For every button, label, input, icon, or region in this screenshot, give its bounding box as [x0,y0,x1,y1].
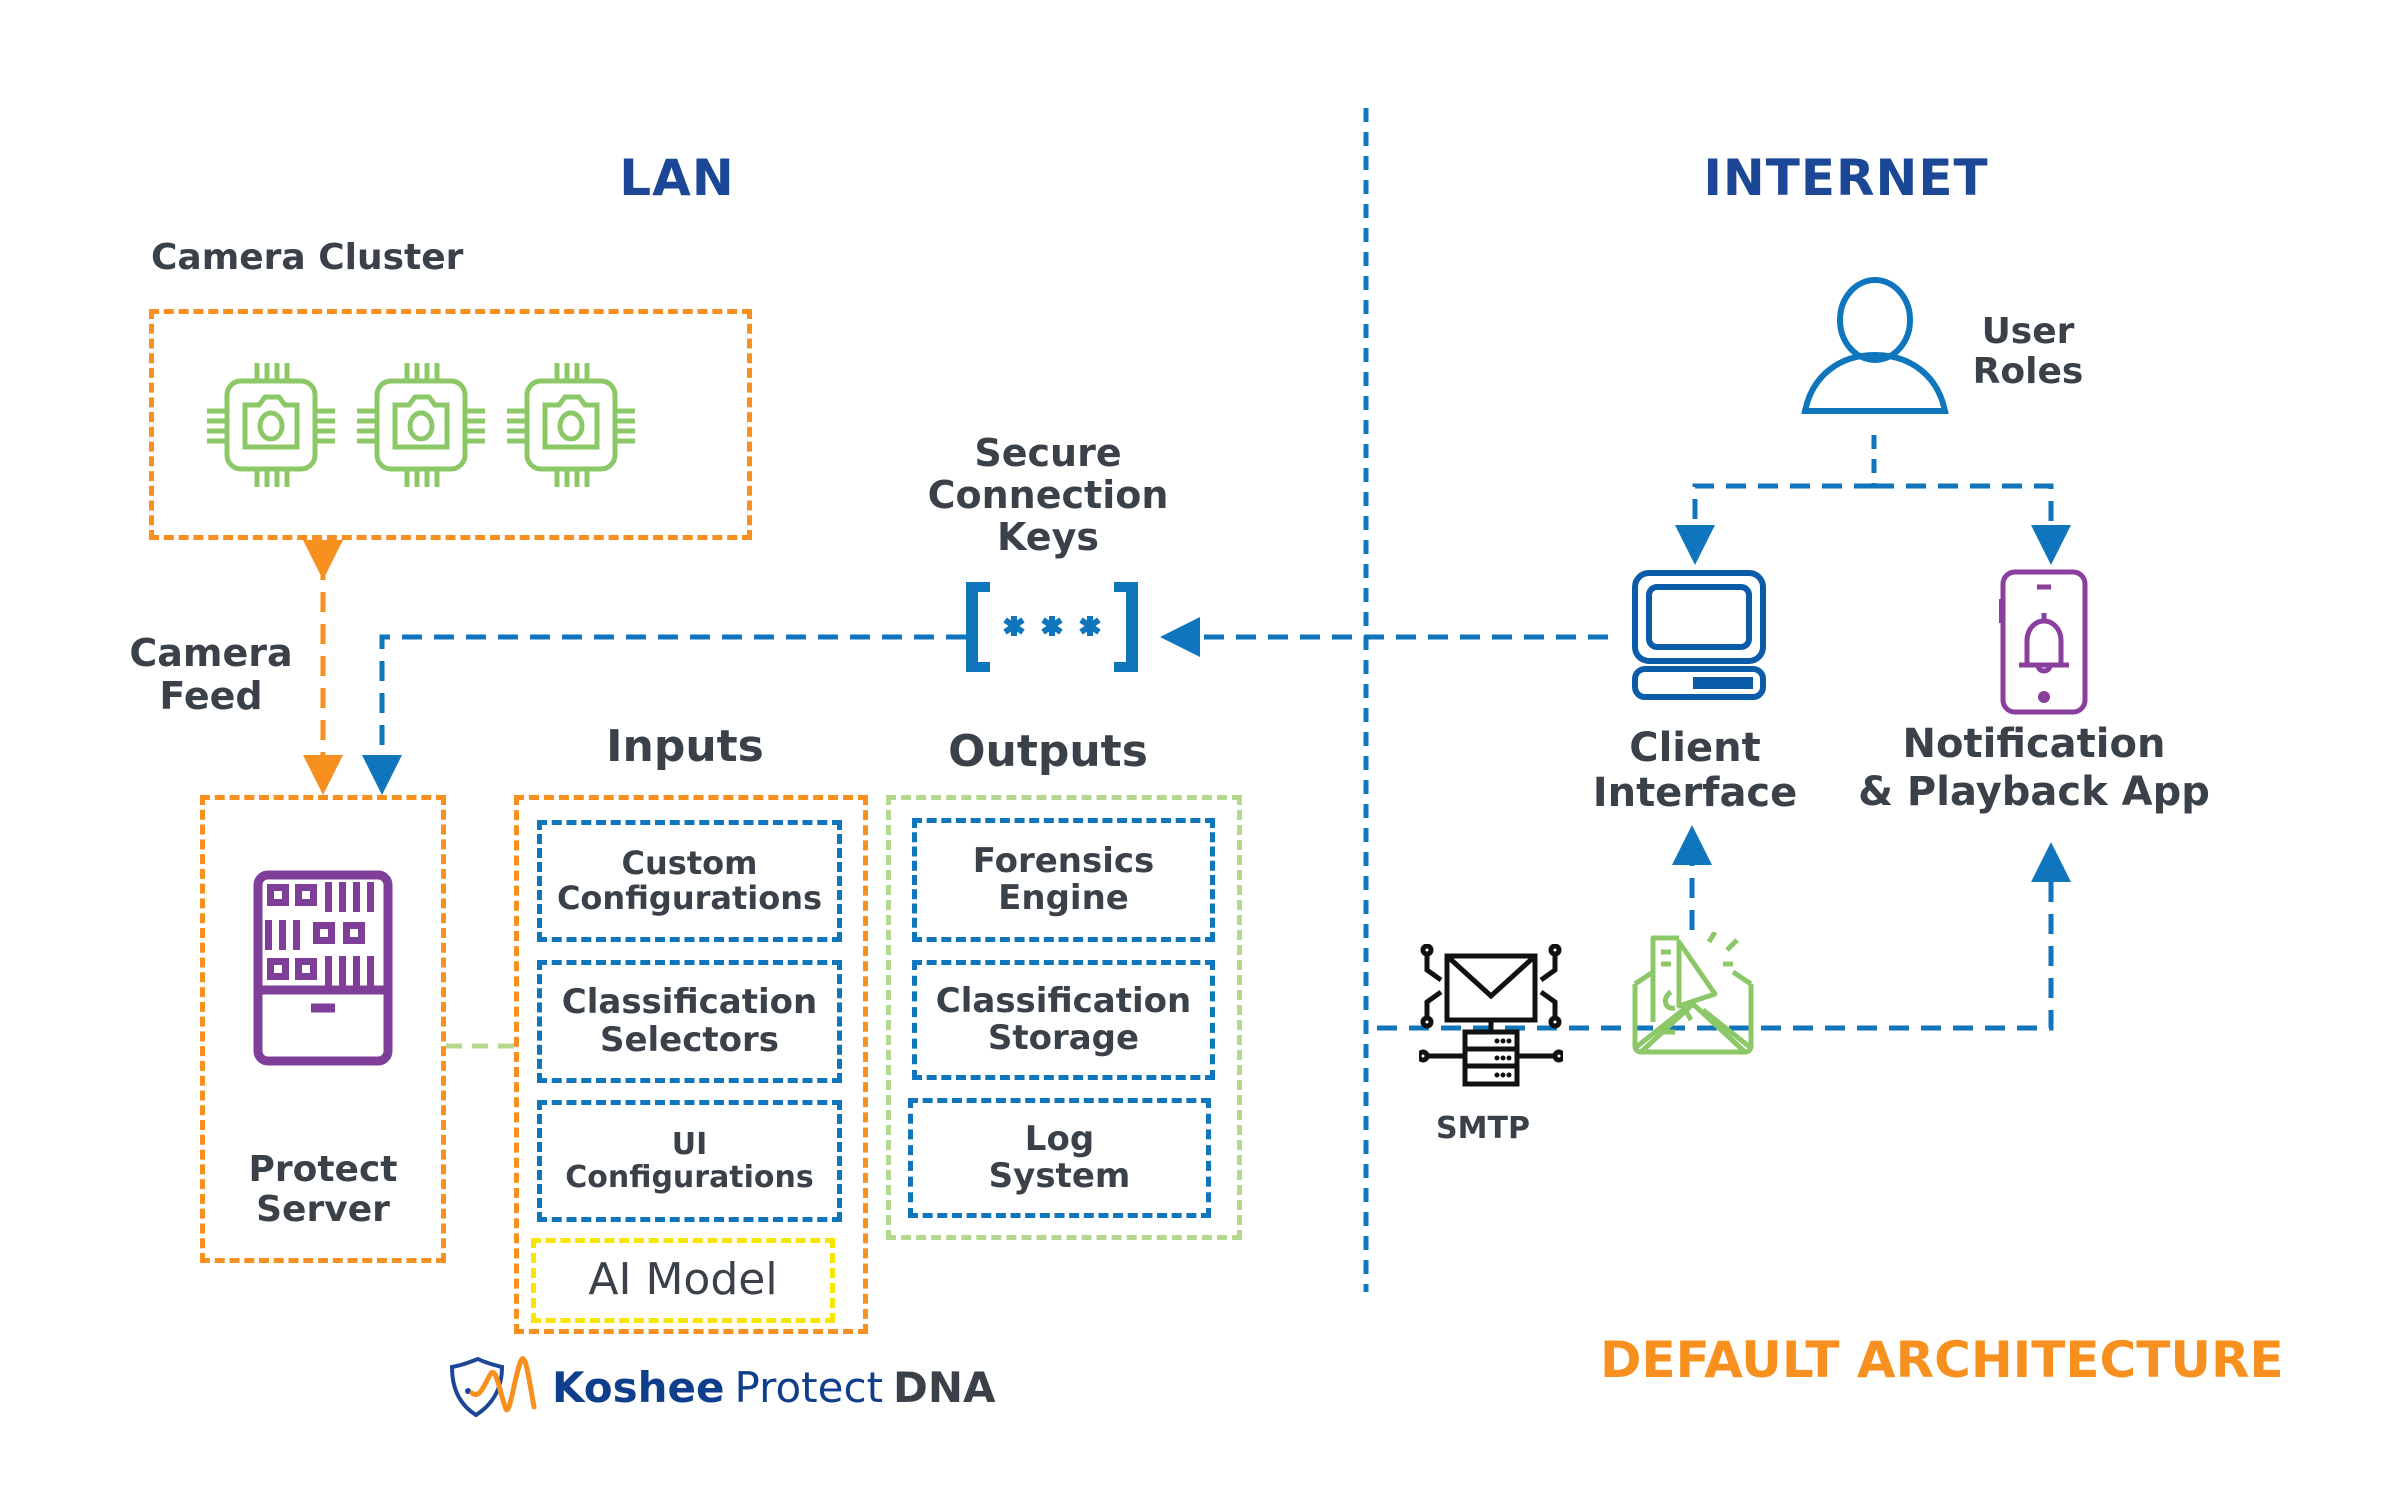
client-interface-label: Client Interface [1592,725,1798,816]
protect-server-box[interactable]: Protect Server [200,795,446,1263]
user-to-app-connector [1874,483,2071,565]
email-megaphone-icon [1632,930,1754,1055]
smtp-node[interactable] [1416,943,1566,1092]
user-roles-node[interactable] [1800,277,1950,419]
log-system-box[interactable]: Log System [908,1098,1211,1218]
phone-bell-icon [1999,569,2088,715]
camera-chip-icon [506,362,635,487]
brand-name-suffix: DNA [893,1362,996,1412]
notification-app-node[interactable] [1997,569,2089,719]
classification-selectors-label: Classification Selectors [561,982,818,1060]
protect-server-label: Protect Server [248,1149,398,1230]
brand-name-regular: Protect [734,1362,884,1412]
camera-feed-label: Camera Feed [129,631,293,718]
notification-app-label: Notification & Playback App [1858,721,2210,815]
custom-configurations-label: Custom Configurations [556,843,823,917]
forensics-engine-box[interactable]: Forensics Engine [912,818,1215,942]
camera-chip-group [205,359,637,491]
brand-name-bold: Koshee [552,1362,725,1412]
brand-logo: Koshee Protect DNA [446,1355,996,1419]
classification-storage-label: Classification Storage [935,980,1192,1058]
camera-chip-icon [206,362,335,487]
outputs-box [886,795,1242,1240]
secure-keys-node[interactable] [966,580,1138,674]
internet-title: INTERNET [1703,149,1989,207]
forensics-engine-label: Forensics Engine [972,840,1155,918]
ai-model-box[interactable]: AI Model [531,1238,835,1323]
ui-configurations-label: UI Configurations [565,1127,814,1195]
koshee-logo-icon [449,1356,537,1418]
ui-configurations-box[interactable]: UI Configurations [537,1100,842,1222]
lan-title: LAN [619,149,735,207]
smtp-to-app-connector [1377,842,2071,1031]
server-rack-icon [253,870,393,1066]
inputs-title: Inputs [606,721,764,772]
camera-chip-icon [356,362,485,487]
smtp-server-icon [1416,943,1566,1087]
inputs-box [514,795,868,1334]
ai-model-label: AI Model [588,1254,778,1306]
camera-cluster-box[interactable] [149,309,752,540]
computer-icon [1632,570,1766,700]
user-icon [1801,277,1949,414]
user-to-client-connector [1675,483,1874,565]
email-alert-node[interactable] [1631,930,1755,1060]
secure-keys-label: Secure Connection Keys [927,431,1169,559]
keys-to-server-connector [362,634,966,795]
user-roles-label: User Roles [1972,311,2084,393]
smtp-label: SMTP [1436,1111,1530,1146]
custom-configurations-box[interactable]: Custom Configurations [537,820,842,942]
outputs-title: Outputs [948,726,1148,777]
classification-selectors-box[interactable]: Classification Selectors [537,960,842,1083]
client-interface-node[interactable] [1631,569,1767,705]
classification-storage-box[interactable]: Classification Storage [912,960,1215,1080]
default-architecture-title: DEFAULT ARCHITECTURE [1600,1331,2284,1389]
log-system-label: Log System [988,1118,1131,1196]
camera-cluster-label: Camera Cluster [151,237,464,278]
password-keys-icon [966,580,1138,674]
